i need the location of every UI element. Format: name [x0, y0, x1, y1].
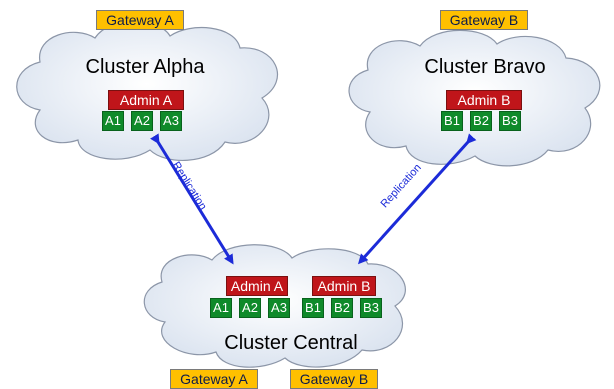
- admin-b-box: Admin B: [446, 90, 522, 110]
- node-b3: B3: [499, 111, 521, 131]
- central-node-a2: A2: [239, 298, 261, 318]
- central-admin-b-box: Admin B: [312, 276, 376, 296]
- cluster-bravo-title: Cluster Bravo: [424, 56, 546, 78]
- central-node-b2: B2: [331, 298, 353, 318]
- node-b2: B2: [470, 111, 492, 131]
- central-node-a1: A1: [210, 298, 232, 318]
- admin-a-box: Admin A: [108, 90, 184, 110]
- central-gateway-a-label: Gateway A: [170, 369, 258, 389]
- central-gateway-b-label: Gateway B: [290, 369, 378, 389]
- central-admin-a-box: Admin A: [226, 276, 288, 296]
- cluster-alpha-title: Cluster Alpha: [85, 56, 205, 78]
- gateway-b-label: Gateway B: [440, 10, 528, 30]
- node-a3: A3: [160, 111, 182, 131]
- node-a1: A1: [102, 111, 124, 131]
- gateway-a-label: Gateway A: [96, 10, 184, 30]
- central-node-b3: B3: [360, 298, 382, 318]
- cluster-central-title: Cluster Central: [224, 332, 358, 354]
- replication-arrow-right: [357, 133, 477, 265]
- central-node-b1: B1: [302, 298, 324, 318]
- node-b1: B1: [441, 111, 463, 131]
- node-a2: A2: [131, 111, 153, 131]
- replication-arrow-left: [150, 133, 234, 265]
- central-node-a3: A3: [268, 298, 290, 318]
